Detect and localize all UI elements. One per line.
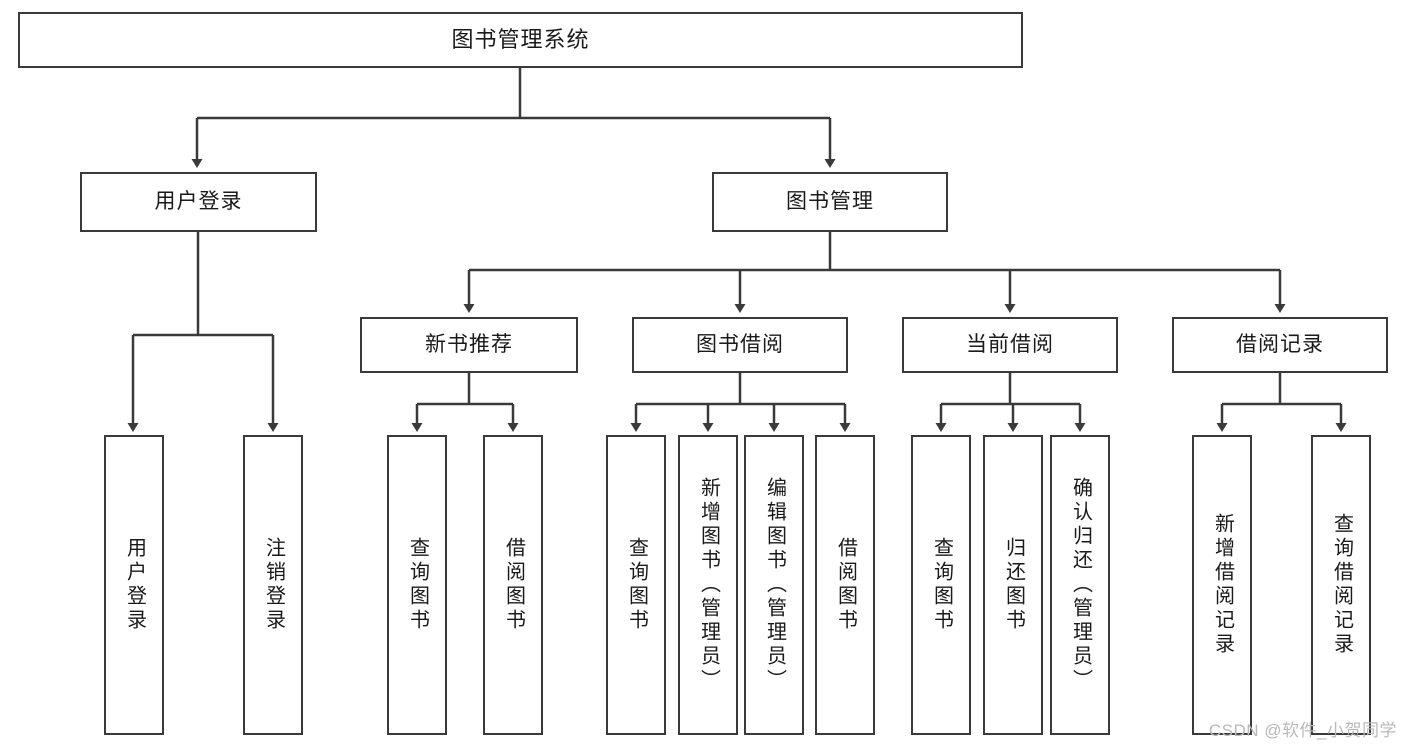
- node-book-management[interactable]: 图书管理: [712, 172, 948, 232]
- node-borrow-record[interactable]: 借阅记录: [1172, 317, 1388, 373]
- node-leaf-borrow-book-2[interactable]: 借阅图书: [815, 435, 875, 735]
- node-current-borrow[interactable]: 当前借阅: [902, 317, 1118, 373]
- node-new-book-recommend[interactable]: 新书推荐: [360, 317, 578, 373]
- node-leaf-add-book-label: 新增图书（管理员）: [697, 477, 720, 693]
- node-leaf-borrow-book-1[interactable]: 借阅图书: [483, 435, 543, 735]
- node-leaf-borrow-book-2-label: 借阅图书: [834, 537, 857, 633]
- node-current-borrow-label: 当前借阅: [966, 333, 1054, 357]
- node-leaf-query-record[interactable]: 查询借阅记录: [1311, 435, 1371, 735]
- node-root-label: 图书管理系统: [451, 26, 590, 52]
- node-leaf-query-record-label: 查询借阅记录: [1330, 513, 1353, 657]
- node-leaf-edit-book[interactable]: 编辑图书（管理员）: [744, 435, 804, 735]
- node-leaf-edit-book-label: 编辑图书（管理员）: [763, 477, 786, 693]
- node-user-login[interactable]: 用户登录: [80, 172, 317, 232]
- node-book-borrow-label: 图书借阅: [696, 333, 784, 357]
- node-leaf-query-book-1[interactable]: 查询图书: [387, 435, 447, 735]
- node-borrow-record-label: 借阅记录: [1236, 333, 1324, 357]
- node-new-book-recommend-label: 新书推荐: [425, 333, 513, 357]
- node-leaf-add-record[interactable]: 新增借阅记录: [1192, 435, 1252, 735]
- node-leaf-query-book-3[interactable]: 查询图书: [911, 435, 971, 735]
- node-leaf-query-book-3-label: 查询图书: [930, 537, 953, 633]
- node-book-management-label: 图书管理: [786, 190, 874, 214]
- node-leaf-user-logout-label: 注销登录: [262, 537, 285, 633]
- node-leaf-add-record-label: 新增借阅记录: [1211, 513, 1234, 657]
- node-leaf-confirm-return[interactable]: 确认归还（管理员）: [1050, 435, 1110, 735]
- node-leaf-query-book-1-label: 查询图书: [406, 537, 429, 633]
- node-user-login-label: 用户登录: [154, 190, 243, 214]
- node-leaf-confirm-return-label: 确认归还（管理员）: [1069, 477, 1092, 693]
- node-leaf-user-logout[interactable]: 注销登录: [243, 435, 303, 735]
- node-root[interactable]: 图书管理系统: [18, 12, 1023, 68]
- watermark-text: CSDN @软件_小贺同学: [1208, 721, 1397, 740]
- node-leaf-return-book-label: 归还图书: [1002, 537, 1025, 633]
- node-leaf-add-book[interactable]: 新增图书（管理员）: [678, 435, 738, 735]
- node-leaf-user-login-label: 用户登录: [123, 537, 146, 633]
- node-leaf-return-book[interactable]: 归还图书: [983, 435, 1043, 735]
- node-leaf-borrow-book-1-label: 借阅图书: [502, 537, 525, 633]
- node-leaf-query-book-2-label: 查询图书: [625, 537, 648, 633]
- node-leaf-query-book-2[interactable]: 查询图书: [606, 435, 666, 735]
- node-leaf-user-login[interactable]: 用户登录: [104, 435, 164, 735]
- node-book-borrow[interactable]: 图书借阅: [632, 317, 848, 373]
